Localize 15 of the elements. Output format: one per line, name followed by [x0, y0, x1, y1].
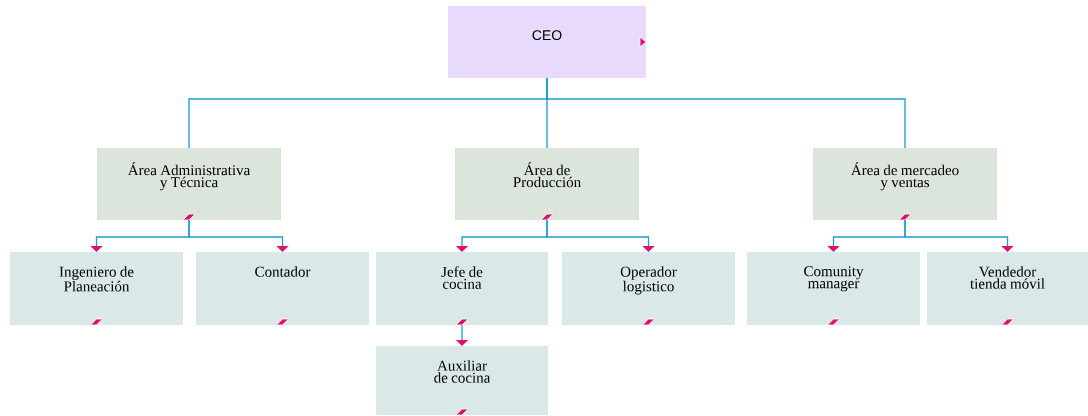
department-box: Área de mercadeo y ventas	[813, 148, 997, 220]
position-box: Ingeniero de Planeación	[10, 252, 183, 325]
position-box: Operador logistico	[562, 252, 735, 325]
connector	[546, 219, 655, 252]
ceo-box: CEO	[448, 6, 646, 78]
department-box: Área de Producción	[455, 148, 639, 220]
connector	[188, 219, 289, 252]
position-box: Jefe de cocina	[376, 252, 548, 325]
position-box: Auxiliar de cocina	[376, 346, 548, 415]
department-box: Área Administrativa y Técnica	[97, 148, 281, 220]
position-box: Contador	[196, 252, 369, 325]
position-box: Vendedor tienda móvil	[927, 252, 1088, 325]
connector	[546, 77, 906, 149]
connector	[904, 219, 1014, 252]
position-box: Comunity manager	[747, 252, 920, 325]
